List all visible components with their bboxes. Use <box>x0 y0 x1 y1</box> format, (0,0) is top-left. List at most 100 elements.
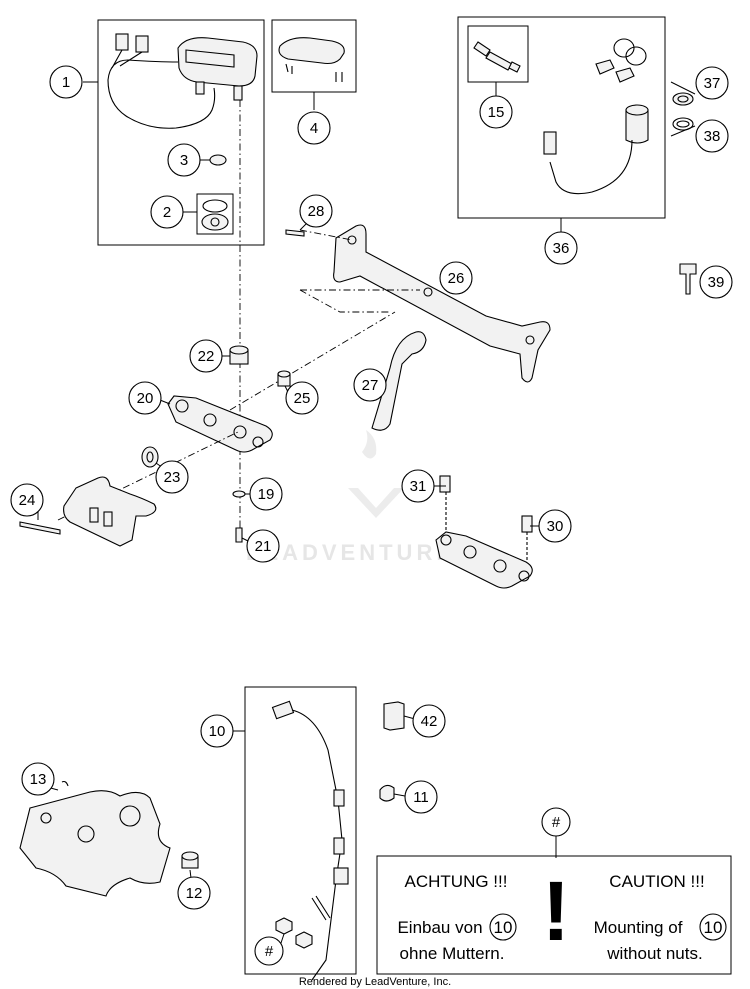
caution-box: ACHTUNG !!! CAUTION !!! ! Einbau von 10 … <box>376 855 732 975</box>
callout-23-label: 23 <box>164 469 181 486</box>
bolt-28-part <box>285 229 305 237</box>
callout-27-label: 27 <box>362 377 379 394</box>
callout-39: 39 <box>699 265 733 299</box>
callout-24-label: 24 <box>19 492 36 509</box>
cap-part <box>209 154 227 166</box>
callout-38-label: 38 <box>704 128 721 145</box>
caution-english-line2: without nuts. <box>606 944 702 963</box>
watermark: LEADVENTURE <box>246 430 455 565</box>
group-box-1 <box>97 19 265 246</box>
axis-25 <box>229 311 396 411</box>
caution-exclamation: ! <box>542 864 570 958</box>
group-box-2 <box>196 193 234 235</box>
clamp-11-part <box>379 784 395 802</box>
clip-42-part <box>383 701 405 731</box>
caution-german-line2: ohne Muttern. <box>400 944 505 963</box>
callout-38: 38 <box>695 119 729 153</box>
callout-21-label: 21 <box>255 538 272 555</box>
callout-1: 1 <box>49 65 83 99</box>
holder-30-part <box>435 475 533 589</box>
callout-24: 24 <box>10 483 44 517</box>
callout-3-label: 3 <box>180 152 188 169</box>
callout-25: 25 <box>285 381 319 415</box>
callout-31-label: 31 <box>410 478 427 495</box>
callout-3: 3 <box>167 143 201 177</box>
washer-38-part <box>672 117 694 131</box>
callout-20: 20 <box>128 381 162 415</box>
sensor-disc-13-part <box>19 780 171 897</box>
callout-4: 4 <box>297 111 331 145</box>
callout-22: 22 <box>189 339 223 373</box>
callout-31: 31 <box>401 469 435 503</box>
callout-26-label: 26 <box>448 270 465 287</box>
callout-27: 27 <box>353 368 387 402</box>
bushing-25-part <box>277 370 291 387</box>
nut-37-part <box>672 92 694 106</box>
callout-15: 15 <box>479 95 513 129</box>
callout-21: 21 <box>246 529 280 563</box>
callout-28: 28 <box>299 194 333 228</box>
callout-26: 26 <box>439 261 473 295</box>
caution-english-line1: Mounting of <box>594 918 683 937</box>
grommet-23-part <box>141 446 159 468</box>
caution-ref-english-label: 10 <box>704 918 723 937</box>
cover-part <box>278 37 345 82</box>
callout-hash-top: # <box>541 807 571 837</box>
caution-box-border <box>376 855 732 975</box>
callout-hash-bottom: # <box>254 936 284 966</box>
caution-german-title: ACHTUNG !!! <box>405 872 508 891</box>
callout-30: 30 <box>538 509 572 543</box>
holder-20-part <box>167 395 273 453</box>
caution-ref-german-label: 10 <box>494 918 513 937</box>
callout-11: 11 <box>404 780 438 814</box>
callout-37-label: 37 <box>704 75 721 92</box>
callout-39-label: 39 <box>708 274 725 291</box>
speedometer-part <box>107 33 258 129</box>
key-part <box>679 263 697 295</box>
callout-36-label: 36 <box>553 240 570 257</box>
callout-19-label: 19 <box>258 486 275 503</box>
bracket-26-part <box>333 224 551 383</box>
callout-36: 36 <box>544 231 578 265</box>
callout-42-label: 42 <box>421 713 438 730</box>
seal-part <box>201 199 229 231</box>
callout-2-label: 2 <box>163 204 171 221</box>
callout-28-label: 28 <box>308 203 325 220</box>
caution-german-line1: Einbau von <box>397 918 482 937</box>
caution-english-title: CAUTION !!! <box>609 872 704 891</box>
footer-credit: Rendered by LeadVenture, Inc. <box>299 976 451 988</box>
watermark-text: LEADVENTURE <box>246 540 455 565</box>
callout-1-label: 1 <box>62 74 70 91</box>
bolt-axis-28 <box>299 229 353 241</box>
callout-12: 12 <box>177 876 211 910</box>
callout-22-label: 22 <box>198 348 215 365</box>
mount-axis-26 <box>299 289 420 313</box>
grommet-22-part <box>229 345 249 365</box>
callout-2: 2 <box>150 195 184 229</box>
group-box-10 <box>244 686 357 975</box>
screw-21-part <box>235 527 243 543</box>
ignition-switch-part <box>543 38 649 195</box>
callout-42: 42 <box>412 704 446 738</box>
callout-11-label: 11 <box>413 789 429 806</box>
sensor-cable-10-part <box>271 700 349 981</box>
callout-23: 23 <box>155 460 189 494</box>
callout-13: 13 <box>21 762 55 796</box>
plate-24-part <box>19 476 157 547</box>
callout-12-label: 12 <box>186 885 203 902</box>
callout-hash-top-label: # <box>552 814 561 831</box>
callout-20-label: 20 <box>137 390 154 407</box>
spacer-12-part <box>181 851 199 869</box>
bracket-27-part <box>371 331 427 431</box>
callout-13-label: 13 <box>30 771 47 788</box>
callout-15-label: 15 <box>488 104 505 121</box>
callout-10: 10 <box>200 714 234 748</box>
callout-37: 37 <box>695 66 729 100</box>
lock-part <box>473 41 521 73</box>
callout-10-label: 10 <box>209 723 226 740</box>
group-box-15 <box>467 25 529 83</box>
washer-19-part <box>232 490 246 498</box>
callout-4-label: 4 <box>310 120 318 137</box>
caution-ref-german: 10 <box>489 913 517 941</box>
